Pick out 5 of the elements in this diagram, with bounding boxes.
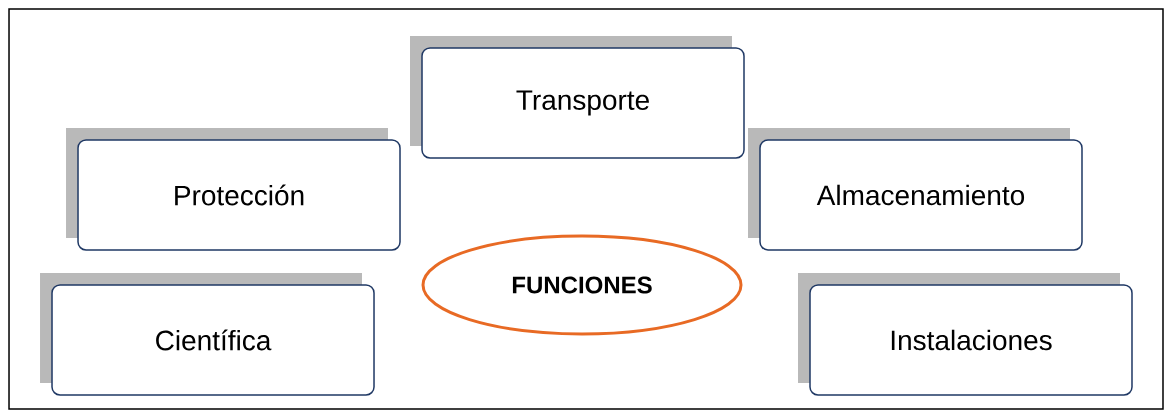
text-box: Protección [66,128,401,251]
text-box: Instalaciones [798,273,1133,396]
text-box: Almacenamiento [748,128,1083,251]
text-box: Científica [40,273,375,396]
text-box: Transporte [410,36,745,159]
